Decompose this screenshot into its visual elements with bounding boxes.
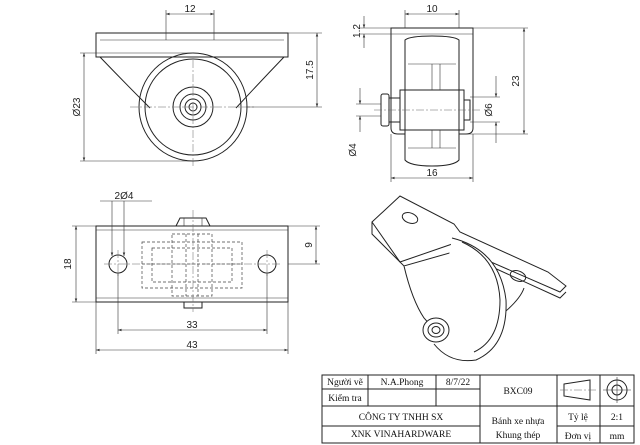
tb-drawn-label: Người vẽ: [327, 378, 363, 388]
tb-company-line2: XNK VINAHARDWARE: [351, 430, 452, 440]
front-top-plate: [95, 32, 289, 58]
side-dim-shaft-diameter: Ø6: [484, 103, 495, 117]
top-view: 2Ø4 18 9 33 43: [63, 191, 320, 354]
title-block: Người vẽ N.A.Phong 8/7/22 Kiểm tra BXC09…: [321, 374, 635, 444]
iso-hole-1: [401, 212, 419, 224]
iso-axle: [422, 317, 450, 343]
front-dim-height: 17.5: [305, 60, 316, 80]
tb-scale-label: Tỷ lệ: [568, 413, 588, 423]
top-dim-inner: 9: [304, 242, 315, 248]
side-bracket-top: [390, 27, 474, 36]
side-dim-bottom-width: 16: [426, 168, 438, 179]
isometric-view: [371, 195, 567, 362]
tb-desc-line1: Bánh xe nhựa: [492, 417, 545, 427]
projection-symbol-icon: [560, 377, 631, 403]
tb-drawn-name: N.A.Phong: [381, 378, 424, 388]
side-dim-axle-diameter: Ø4: [348, 143, 359, 157]
iso-wheel: [433, 237, 507, 362]
top-dim-hole-spacing: 33: [186, 320, 198, 331]
top-dim-holes: 2Ø4: [115, 191, 134, 202]
top-dim-overall: 43: [186, 340, 198, 351]
side-wheel: [404, 35, 460, 167]
front-dim-wheel-diameter: Ø23: [72, 97, 83, 116]
side-dim-flange: 1.2: [352, 24, 363, 38]
tb-unit-value: mm: [610, 432, 625, 442]
tb-scale-value: 2:1: [611, 413, 623, 423]
top-dim-depth: 18: [63, 258, 74, 270]
side-dim-top-width: 10: [426, 4, 438, 15]
tb-desc-line2: Khung thép: [496, 431, 541, 441]
tb-checked-label: Kiểm tra: [328, 393, 362, 404]
front-bracket: [99, 56, 285, 109]
iso-hole-2: [509, 270, 527, 282]
front-view: 12 17.5 Ø23: [72, 4, 322, 168]
side-dim-height: 23: [511, 75, 522, 87]
front-dim-top-width: 12: [184, 4, 196, 15]
tb-unit-label: Đơn vị: [565, 432, 592, 442]
tb-company-line1: CÔNG TY TNHH SX: [359, 411, 444, 423]
tb-date: 8/7/22: [446, 378, 471, 388]
side-view: 10 1.2 23 Ø6 Ø4 16: [348, 4, 528, 182]
tb-part-code: BXC09: [503, 387, 532, 397]
